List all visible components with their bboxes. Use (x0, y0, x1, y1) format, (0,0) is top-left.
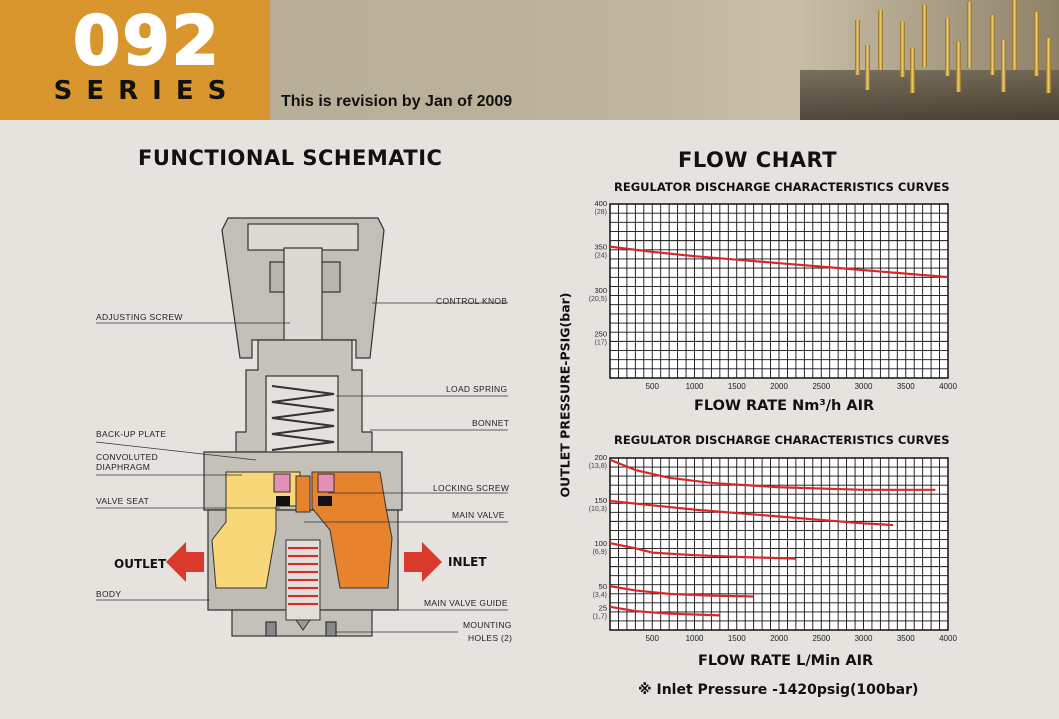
chart1-x-tick: 1000 (686, 382, 704, 391)
chart2-y-tick-bar: (13,8) (589, 463, 607, 470)
label-body: BODY (96, 589, 122, 599)
series-word: SERIES (53, 76, 241, 106)
series-number: 092 (72, 2, 221, 81)
chart2-curve-3 (609, 542, 796, 560)
chart2-y-tick-bar: (10,3) (589, 506, 607, 513)
inlet-pressure-note: ※ Inlet Pressure -1420psig(100bar) (638, 682, 919, 698)
chart1-y-tick: 400 (594, 199, 607, 208)
regulator-schematic (95, 217, 508, 637)
chart1-x-tick: 3500 (897, 382, 915, 391)
chart2-y-tick-bar: (6,9) (593, 549, 607, 556)
label-main-valve: MAIN VALVE (452, 510, 505, 520)
chart1-x-tick: 2500 (812, 382, 830, 391)
chart1-curve-1 (609, 245, 949, 279)
chart2-x-tick: 3500 (897, 634, 915, 643)
label-valve-seat: VALVE SEAT (96, 496, 150, 506)
inlet-arrow-icon (404, 542, 442, 582)
chart1-xlabel: FLOW RATE Nm³/h AIR (694, 398, 875, 414)
load-spring-shape (271, 385, 335, 451)
chart2-curve-5 (609, 605, 720, 617)
chart2-y-tick-bar: (3,4) (593, 592, 607, 599)
chart1-grid (610, 204, 948, 378)
main-valve-stem (295, 475, 311, 513)
chart1-x-tick: 4000 (939, 382, 957, 391)
chart2-x-tick: 1500 (728, 634, 746, 643)
chart2-y-tick: 25 (599, 604, 607, 613)
chart2-x-tick: 500 (646, 634, 660, 643)
chart2-y-tick: 50 (599, 582, 607, 591)
chart2-x-tick: 3000 (855, 634, 873, 643)
chart1-x-tick: 2000 (770, 382, 788, 391)
schematic-title: FUNCTIONAL SCHEMATIC (138, 146, 443, 170)
series-badge: 092 SERIES (0, 0, 270, 120)
chart2-curve-4 (609, 585, 754, 598)
chart2-y-tick-bar: (1,7) (593, 614, 607, 621)
outlet-arrow-icon (166, 542, 204, 582)
label-holes: HOLES (2) (468, 633, 513, 643)
revision-note: This is revision by Jan of 2009 (281, 93, 513, 110)
chart2-y-tick: 150 (594, 496, 607, 505)
label-outlet: OUTLET (114, 557, 167, 571)
label-mounting: MOUNTING (463, 620, 512, 630)
chart1-y-tick-bar: (20,5) (589, 296, 607, 303)
chart1-title: REGULATOR DISCHARGE CHARACTERISTICS CURV… (614, 180, 950, 194)
chart1-x-tick: 3000 (855, 382, 873, 391)
chart1-y-tick: 250 (594, 330, 607, 339)
chart2-y-tick: 100 (594, 539, 607, 548)
chart2-x-tick: 1000 (686, 634, 704, 643)
chart2-curve-2 (609, 499, 894, 527)
chart1-y-tick-bar: (24) (595, 253, 607, 260)
chart2-x-tick: 4000 (939, 634, 957, 643)
chart2-x-tick: 2000 (770, 634, 788, 643)
chart2-xlabel: FLOW RATE L/Min AIR (698, 653, 874, 669)
chart1-x-tick: 1500 (728, 382, 746, 391)
chart2-title: REGULATOR DISCHARGE CHARACTERISTICS CURV… (614, 433, 950, 447)
label-locking-screw: LOCKING SCREW (433, 483, 510, 493)
label-convoluted: CONVOLUTED (96, 452, 159, 462)
flow-chart-nm3: 500 1000 1500 2000 2500 3000 3500 4000 400(28) 35… (589, 199, 958, 391)
label-main-valve-guide: MAIN VALVE GUIDE (424, 598, 508, 608)
flowchart-title: FLOW CHART (678, 148, 838, 172)
label-diaphragm: DIAPHRAGM (96, 462, 151, 472)
label-bonnet: BONNET (472, 418, 510, 428)
chart1-y-tick-bar: (28) (595, 209, 607, 216)
seal-left (273, 473, 291, 493)
chart2-grid (610, 458, 948, 630)
valve-guide-spring (288, 547, 318, 605)
label-control-knob: CONTROL KNOB (436, 296, 508, 306)
label-inlet: INLET (448, 555, 487, 569)
seal-right (317, 473, 335, 493)
label-backup-plate: BACK-UP PLATE (96, 429, 167, 439)
chart2-x-tick: 2500 (812, 634, 830, 643)
chart2-curve-1 (609, 458, 936, 491)
chart1-y-tick-bar: (17) (595, 340, 607, 347)
gold-pins-photo (800, 0, 1059, 120)
chart2-y-tick: 200 (594, 453, 607, 462)
flow-chart-lmin: 500 1000 1500 2000 2500 3000 3500 4000 200(13,8)… (589, 453, 958, 643)
label-load-spring: LOAD SPRING (446, 384, 508, 394)
chart1-x-tick: 500 (646, 382, 660, 391)
chart1-y-tick: 350 (594, 243, 607, 252)
label-adjusting-screw: ADJUSTING SCREW (96, 312, 183, 322)
chart1-y-tick: 300 (594, 286, 607, 295)
